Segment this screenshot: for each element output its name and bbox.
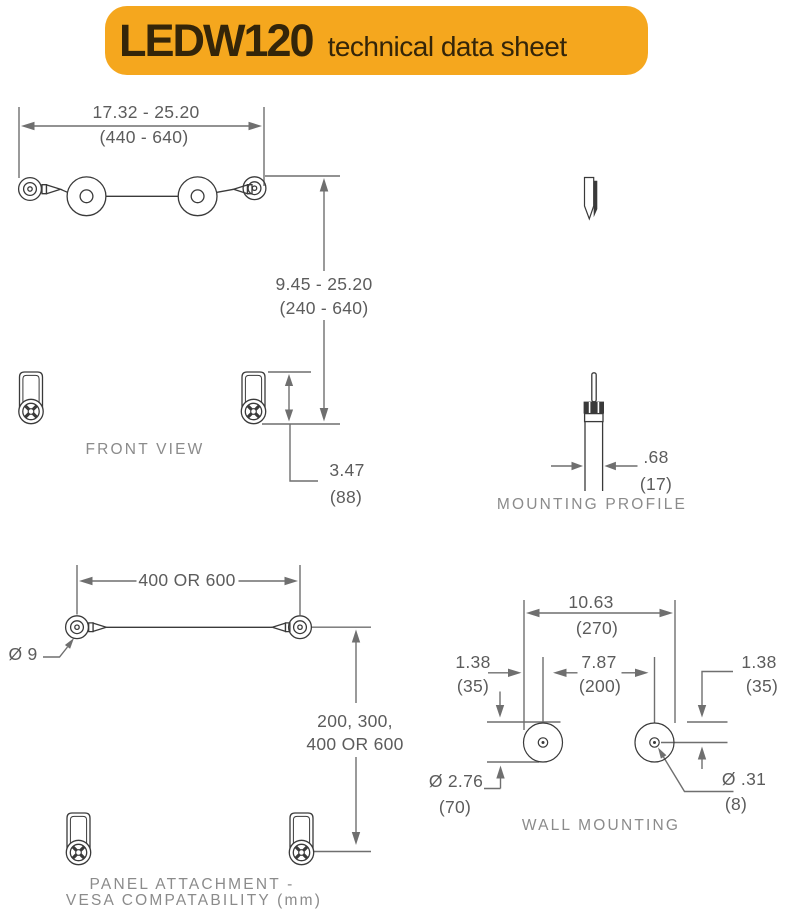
mounting-clip-side-view [583, 176, 598, 221]
wall-hole-centers-mm: (200) [578, 676, 622, 696]
panel-attachment-rail-drawing [64, 615, 313, 640]
front-view-arrowheads [21, 121, 329, 422]
front-height-mm: (240 - 640) [279, 298, 369, 318]
wall-right-offset-inches: 1.38 [741, 652, 777, 672]
wall-mounting-dimension-lines [484, 600, 734, 793]
front-view-dimension-lines [18, 107, 340, 482]
vesa-bracket [18, 371, 44, 425]
wall-plate-diameter-inches: Ø 2.76 [428, 771, 484, 791]
vesa-horizontal-spacing: 400 OR 600 [138, 570, 236, 590]
profile-depth-mm: (17) [639, 474, 673, 494]
vesa-bracket [240, 371, 267, 425]
header-banner: LEDW120 technical data sheet [105, 6, 648, 75]
front-view-caption: FRONT VIEW [85, 441, 205, 458]
front-width-mm: (440 - 640) [99, 127, 189, 147]
screw-head-icon [240, 398, 267, 425]
wall-right-offset-mm: (35) [745, 676, 779, 696]
wall-plate-diameter-mm: (70) [438, 797, 472, 817]
panel-attachment-arrowheads [64, 576, 361, 845]
vesa-bracket [288, 812, 315, 866]
wall-overall-width-mm: (270) [575, 618, 619, 638]
vesa-hole-diameter: Ø 9 [8, 644, 38, 664]
vesa-bracket [65, 812, 92, 866]
keyhole-icon [64, 615, 90, 640]
vesa-vertical-spacing-line2: 400 OR 600 [306, 734, 404, 754]
wall-overall-width-inches: 10.63 [568, 592, 614, 612]
front-width-inches: 17.32 - 25.20 [92, 102, 200, 122]
header-text: LEDW120 technical data sheet [119, 18, 567, 63]
panel-attachment-caption-line1: PANEL ATTACHMENT - [89, 876, 295, 893]
wall-mounting-caption: WALL MOUNTING [521, 817, 681, 834]
screw-head-icon [65, 839, 92, 866]
panel-attachment-caption-line2: VESA COMPATABILITY (mm) [65, 892, 323, 909]
wall-left-offset-inches: 1.38 [455, 652, 491, 672]
wall-mounting-plates-drawing [522, 722, 675, 763]
wall-hole-diameter-mm: (8) [724, 794, 748, 814]
mounting-plate-icon [522, 722, 564, 763]
mounting-plate-icon [634, 722, 675, 763]
profile-depth-inches: .68 [643, 447, 669, 467]
keyhole-icon [17, 176, 43, 202]
keyhole-icon [287, 615, 313, 640]
wall-hole-diameter-inches: Ø .31 [721, 769, 767, 789]
vesa-vertical-spacing-line1: 200, 300, [317, 711, 393, 731]
screw-head-icon [288, 839, 315, 866]
mounting-profile-arrowheads [571, 461, 616, 471]
bracket-height-inches: 3.47 [329, 460, 365, 480]
front-height-inches: 9.45 - 25.20 [275, 274, 373, 294]
screw-head-icon [18, 398, 44, 425]
front-view-rail-drawing [17, 176, 267, 217]
mounting-profile-drawing [583, 372, 604, 491]
wall-mounting-arrowheads [495, 608, 707, 779]
mounting-profile-caption: MOUNTING PROFILE [496, 496, 688, 513]
wall-left-offset-mm: (35) [456, 676, 490, 696]
bracket-height-mm: (88) [329, 487, 363, 507]
product-name: LEDW120 [119, 15, 315, 66]
sheet-subtitle: technical data sheet [327, 31, 568, 62]
wall-hole-centers-inches: 7.87 [581, 652, 617, 672]
panel-attachment-dimension-lines [43, 565, 371, 853]
keyhole-icon [242, 176, 267, 201]
